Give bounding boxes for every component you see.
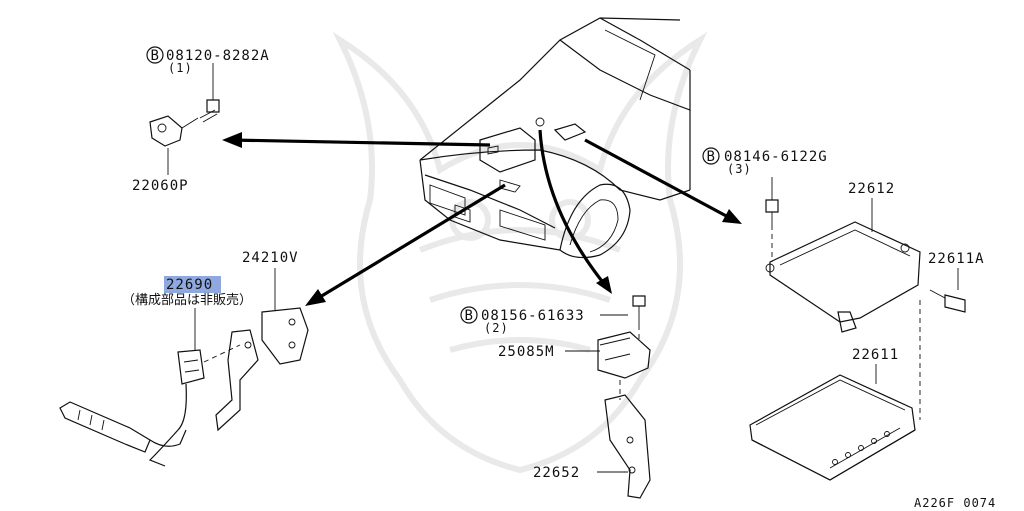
map-sensor-label: 25085M — [498, 344, 555, 360]
ecm-bracket-label: 22612 — [848, 181, 895, 197]
map-sensor-bracket-label: 22652 — [533, 465, 580, 481]
diagram-id: A226F 0074 — [914, 496, 996, 510]
bolt-qty-2: (3) — [727, 162, 752, 176]
bolt-code-1: 08120-8282A — [166, 48, 270, 64]
bolt-marker-2: B — [707, 149, 716, 165]
callout-arrows — [222, 129, 742, 306]
o2-sensor-label: 22690 — [166, 277, 213, 293]
bolt-qty-3: (2) — [484, 321, 509, 335]
o2-sensor-note: （構成部品は非販売） — [122, 292, 252, 308]
ecm-bracket-bolt-label: 22611A — [928, 251, 985, 267]
bolt-code-2: 08146-6122G — [724, 149, 828, 165]
bolt-qty-1: (1) — [168, 61, 193, 75]
knock-sensor-label: 22060P — [132, 178, 189, 194]
watermark-emblem — [332, 31, 708, 474]
ecm-group: B 08146-6122G (3) 22612 22611A 22611 — [702, 147, 985, 481]
o2-sensor-group: 22690 （構成部品は非販売） 24210V — [59, 250, 309, 467]
bracket-o2-label: 24210V — [242, 250, 299, 266]
knock-sensor-group: B 08120-8282A (1) 22060P — [132, 46, 270, 194]
bolt-marker-1: B — [151, 48, 160, 64]
map-sensor-group: B 08156-61633 (2) 25085M 22652 — [460, 295, 651, 499]
part-number-highlight — [164, 276, 221, 293]
bolt-marker-3: B — [465, 308, 474, 324]
bolt-code-3: 08156-61633 — [481, 308, 585, 324]
ecm-label: 22611 — [852, 347, 899, 363]
vehicle-illustration — [419, 17, 691, 259]
